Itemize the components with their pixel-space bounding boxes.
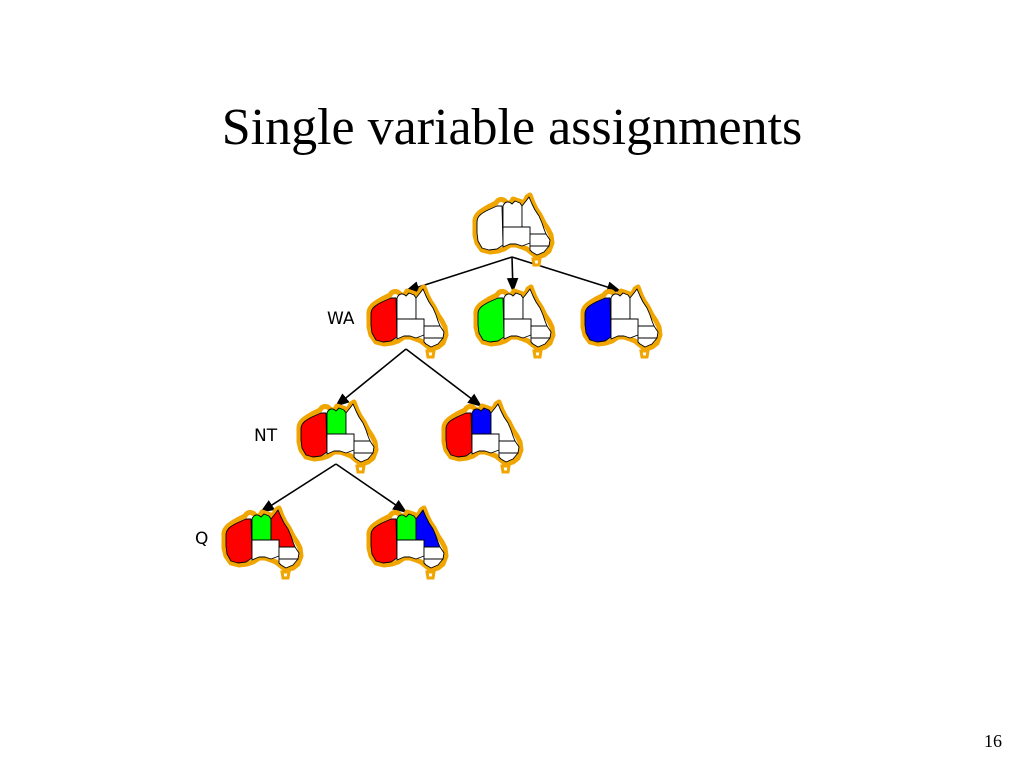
region-sa bbox=[396, 539, 425, 561]
tree-edge-1 bbox=[506, 256, 519, 293]
region-sa bbox=[396, 318, 425, 340]
region-sa bbox=[503, 318, 532, 340]
australia-map-node-4 bbox=[296, 399, 379, 474]
tree-edge-3 bbox=[334, 348, 407, 407]
region-tasmania bbox=[280, 570, 291, 580]
australia-map-node-0 bbox=[472, 192, 555, 267]
region-nsw bbox=[423, 325, 445, 339]
region-wa bbox=[445, 412, 473, 458]
region-sa bbox=[251, 539, 280, 561]
tree-edge-6 bbox=[335, 463, 408, 513]
region-nsw bbox=[353, 440, 375, 454]
region-tasmania bbox=[425, 349, 436, 359]
region-vic bbox=[278, 558, 299, 569]
region-wa bbox=[476, 205, 504, 251]
page-number: 16 bbox=[984, 731, 1002, 751]
region-nsw bbox=[498, 440, 520, 454]
region-tasmania bbox=[532, 349, 543, 359]
tree-edge-2 bbox=[511, 256, 622, 293]
region-vic bbox=[423, 558, 444, 569]
australia-map-node-1 bbox=[366, 284, 449, 359]
region-tasmania bbox=[531, 257, 542, 267]
region-wa bbox=[225, 518, 253, 564]
region-sa bbox=[326, 433, 355, 455]
level-label-wa: WA bbox=[327, 309, 355, 329]
tree-edge-4 bbox=[405, 348, 483, 407]
region-tasmania bbox=[425, 570, 436, 580]
region-vic bbox=[423, 337, 444, 348]
region-wa bbox=[584, 297, 612, 343]
region-nt bbox=[610, 292, 631, 320]
region-nt bbox=[503, 292, 524, 320]
region-nsw bbox=[278, 546, 300, 560]
slide-title: Single variable assignments bbox=[221, 99, 803, 156]
region-nt bbox=[396, 292, 417, 320]
region-vic bbox=[353, 452, 374, 463]
region-vic bbox=[530, 337, 551, 348]
region-nt bbox=[326, 407, 347, 435]
region-nsw bbox=[529, 233, 551, 247]
region-tasmania bbox=[639, 349, 650, 359]
region-nsw bbox=[423, 546, 445, 560]
region-nt bbox=[502, 200, 523, 228]
region-wa bbox=[477, 297, 505, 343]
region-wa bbox=[300, 412, 328, 458]
level-label-nt: NT bbox=[254, 426, 278, 446]
region-nt bbox=[471, 407, 492, 435]
region-sa bbox=[471, 433, 500, 455]
region-sa bbox=[610, 318, 639, 340]
region-tasmania bbox=[500, 464, 511, 474]
australia-map-node-3 bbox=[580, 284, 663, 359]
region-wa bbox=[370, 297, 398, 343]
australia-map-node-2 bbox=[473, 284, 556, 359]
region-nsw bbox=[530, 325, 552, 339]
region-nsw bbox=[637, 325, 659, 339]
region-sa bbox=[502, 226, 531, 248]
region-vic bbox=[637, 337, 658, 348]
tree-edge-5 bbox=[259, 463, 337, 513]
region-vic bbox=[529, 245, 550, 256]
region-wa bbox=[370, 518, 398, 564]
region-tasmania bbox=[355, 464, 366, 474]
australia-map-node-5 bbox=[441, 399, 524, 474]
region-nt bbox=[396, 513, 417, 541]
australia-map-node-6 bbox=[221, 505, 304, 580]
region-nt bbox=[251, 513, 272, 541]
australia-map-node-7 bbox=[366, 505, 449, 580]
region-vic bbox=[498, 452, 519, 463]
level-label-q: Q bbox=[195, 529, 209, 549]
